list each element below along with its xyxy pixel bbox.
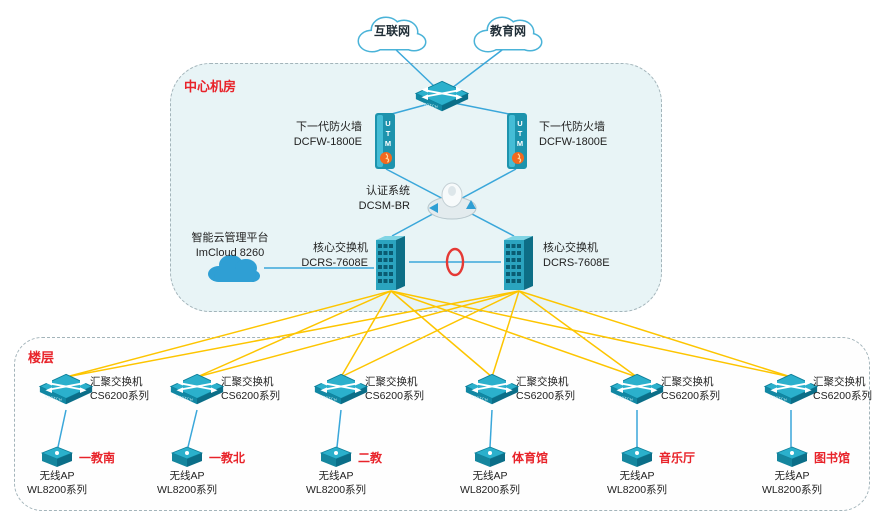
access-point-label: 无线AP WL8200系列 xyxy=(597,470,677,498)
agg-switch-name: 汇聚交换机 xyxy=(365,376,418,388)
site-location-label: 体育馆 xyxy=(512,451,549,465)
firewall-right-icon xyxy=(503,111,531,171)
core-switch-left-model: DCRS-7608E xyxy=(301,256,368,269)
ap-name: 无线AP xyxy=(619,470,655,482)
ap-name: 无线AP xyxy=(318,470,354,482)
site-location-label: 音乐厅 xyxy=(659,451,696,465)
access-point-icon xyxy=(775,445,809,469)
firewall-left-name: 下一代防火墙 xyxy=(296,121,362,133)
ap-model: WL8200系列 xyxy=(761,483,823,496)
access-point-icon xyxy=(170,445,204,469)
site-location-label: 一教南 xyxy=(79,451,116,465)
core-switch-left-name: 核心交换机 xyxy=(313,242,368,254)
access-point-label: 无线AP WL8200系列 xyxy=(450,470,530,498)
agg-switch-model: CS6200系列 xyxy=(813,389,872,402)
floor-container xyxy=(14,337,870,511)
aggregation-switch-icon xyxy=(38,372,94,414)
ap-name: 无线AP xyxy=(774,470,810,482)
core-switch-right-name: 核心交换机 xyxy=(543,242,598,254)
education-cloud-label: 教育网 xyxy=(489,24,526,38)
ap-name: 无线AP xyxy=(169,470,205,482)
ap-name: 无线AP xyxy=(39,470,75,482)
auth-system-icon xyxy=(424,181,480,221)
access-point-icon xyxy=(40,445,74,469)
firewall-left-label: 下一代防火墙 DCFW-1800E xyxy=(262,120,362,149)
agg-switch-name: 汇聚交换机 xyxy=(90,376,143,388)
auth-system-model: DCSM-BR xyxy=(358,199,410,212)
aggregation-switch-label: 汇聚交换机 CS6200系列 xyxy=(90,376,162,404)
ap-model: WL8200系列 xyxy=(459,483,521,496)
core-switch-left-label: 核心交换机 DCRS-7608E xyxy=(276,241,368,270)
border-switch-icon xyxy=(414,79,470,121)
ap-name: 无线AP xyxy=(472,470,508,482)
site-location-label: 一教北 xyxy=(209,451,246,465)
central-room-title: 中心机房 xyxy=(184,79,237,94)
core-switch-right-label: 核心交换机 DCRS-7608E xyxy=(543,241,635,270)
aggregation-switch-icon xyxy=(763,372,819,414)
aggregation-switch-label: 汇聚交换机 CS6200系列 xyxy=(516,376,588,404)
auth-system-name: 认证系统 xyxy=(366,185,410,197)
aggregation-switch-label: 汇聚交换机 CS6200系列 xyxy=(221,376,293,404)
core-switch-left-icon xyxy=(373,233,409,293)
aggregation-switch-icon xyxy=(169,372,225,414)
ap-model: WL8200系列 xyxy=(26,483,88,496)
access-point-icon xyxy=(473,445,507,469)
firewall-right-label: 下一代防火墙 DCFW-1800E xyxy=(539,120,639,149)
cloud-platform-name: 智能云管理平台 xyxy=(191,232,269,244)
ap-model: WL8200系列 xyxy=(156,483,218,496)
agg-switch-name: 汇聚交换机 xyxy=(813,376,866,388)
aggregation-switch-icon xyxy=(609,372,665,414)
site-location-label: 二教 xyxy=(358,451,383,465)
agg-switch-model: CS6200系列 xyxy=(661,389,720,402)
firewall-right-name: 下一代防火墙 xyxy=(539,121,605,133)
access-point-label: 无线AP WL8200系列 xyxy=(147,470,227,498)
aggregation-switch-label: 汇聚交换机 CS6200系列 xyxy=(661,376,733,404)
agg-switch-model: CS6200系列 xyxy=(90,389,149,402)
cloud-platform-label: 智能云管理平台 ImCloud 8260 xyxy=(170,231,290,260)
auth-system-label: 认证系统 DCSM-BR xyxy=(322,184,410,213)
access-point-icon xyxy=(620,445,654,469)
agg-switch-name: 汇聚交换机 xyxy=(221,376,274,388)
agg-switch-name: 汇聚交换机 xyxy=(661,376,714,388)
agg-switch-model: CS6200系列 xyxy=(221,389,280,402)
access-point-label: 无线AP WL8200系列 xyxy=(296,470,376,498)
access-point-label: 无线AP WL8200系列 xyxy=(17,470,97,498)
agg-switch-name: 汇聚交换机 xyxy=(516,376,569,388)
core-switch-right-model: DCRS-7608E xyxy=(543,256,610,269)
firewall-left-model: DCFW-1800E xyxy=(293,135,362,148)
firewall-left-icon xyxy=(371,111,399,171)
cloud-platform-model: ImCloud 8260 xyxy=(195,246,265,259)
floor-title: 楼层 xyxy=(28,350,55,365)
ap-model: WL8200系列 xyxy=(606,483,668,496)
agg-switch-model: CS6200系列 xyxy=(516,389,575,402)
internet-cloud-label: 互联网 xyxy=(373,24,410,38)
ap-model: WL8200系列 xyxy=(305,483,367,496)
agg-switch-model: CS6200系列 xyxy=(365,389,424,402)
aggregation-switch-icon xyxy=(313,372,369,414)
aggregation-switch-icon xyxy=(464,372,520,414)
access-point-label: 无线AP WL8200系列 xyxy=(752,470,832,498)
site-location-label: 图书馆 xyxy=(814,451,851,465)
firewall-right-model: DCFW-1800E xyxy=(539,135,608,148)
aggregation-switch-label: 汇聚交换机 CS6200系列 xyxy=(365,376,437,404)
core-switch-right-icon xyxy=(501,233,537,293)
aggregation-switch-label: 汇聚交换机 CS6200系列 xyxy=(813,376,883,404)
access-point-icon xyxy=(319,445,353,469)
